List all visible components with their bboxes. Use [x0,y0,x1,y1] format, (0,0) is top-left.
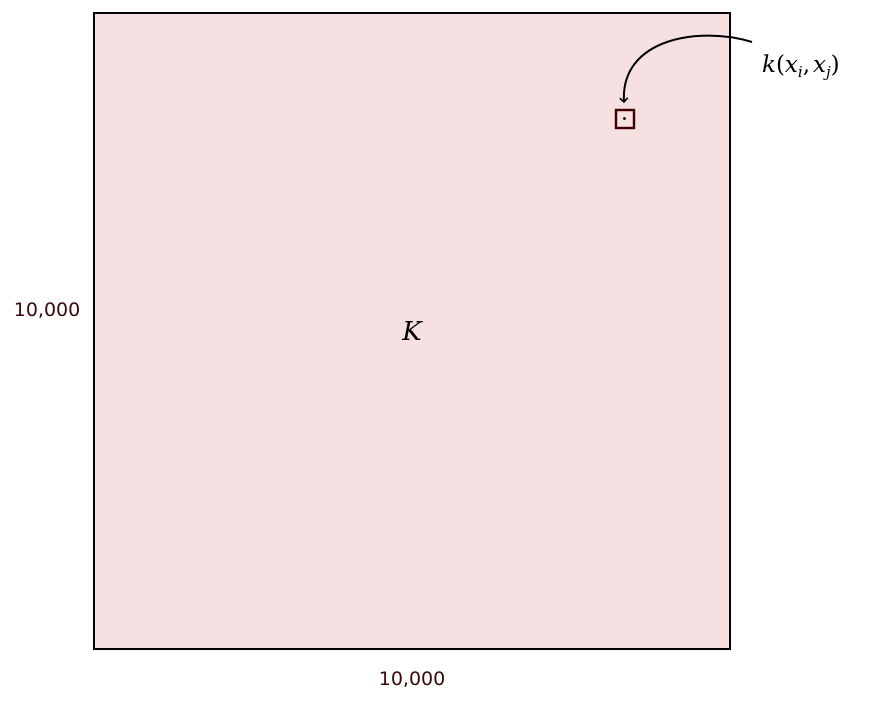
entry-pointer-arrow [619,34,753,104]
entry-label-sub1: i [798,63,803,81]
row-dimension-label: 10,000 [14,299,80,321]
entry-label-func: k [762,52,776,78]
matrix-symbol: K [401,317,423,347]
entry-highlight-box [614,108,636,130]
entry-dot [623,117,626,120]
entry-label-x1: x [785,52,798,78]
entry-label-open-paren: ( [776,52,785,78]
column-dimension-label: 10,000 [379,668,445,690]
entry-label-close-paren: ) [831,52,840,78]
entry-label-sub2: j [823,63,831,81]
entry-label-comma: , [803,52,810,78]
entry-label: k(xi,xj) [762,52,840,81]
entry-label-x2: x [813,52,826,78]
